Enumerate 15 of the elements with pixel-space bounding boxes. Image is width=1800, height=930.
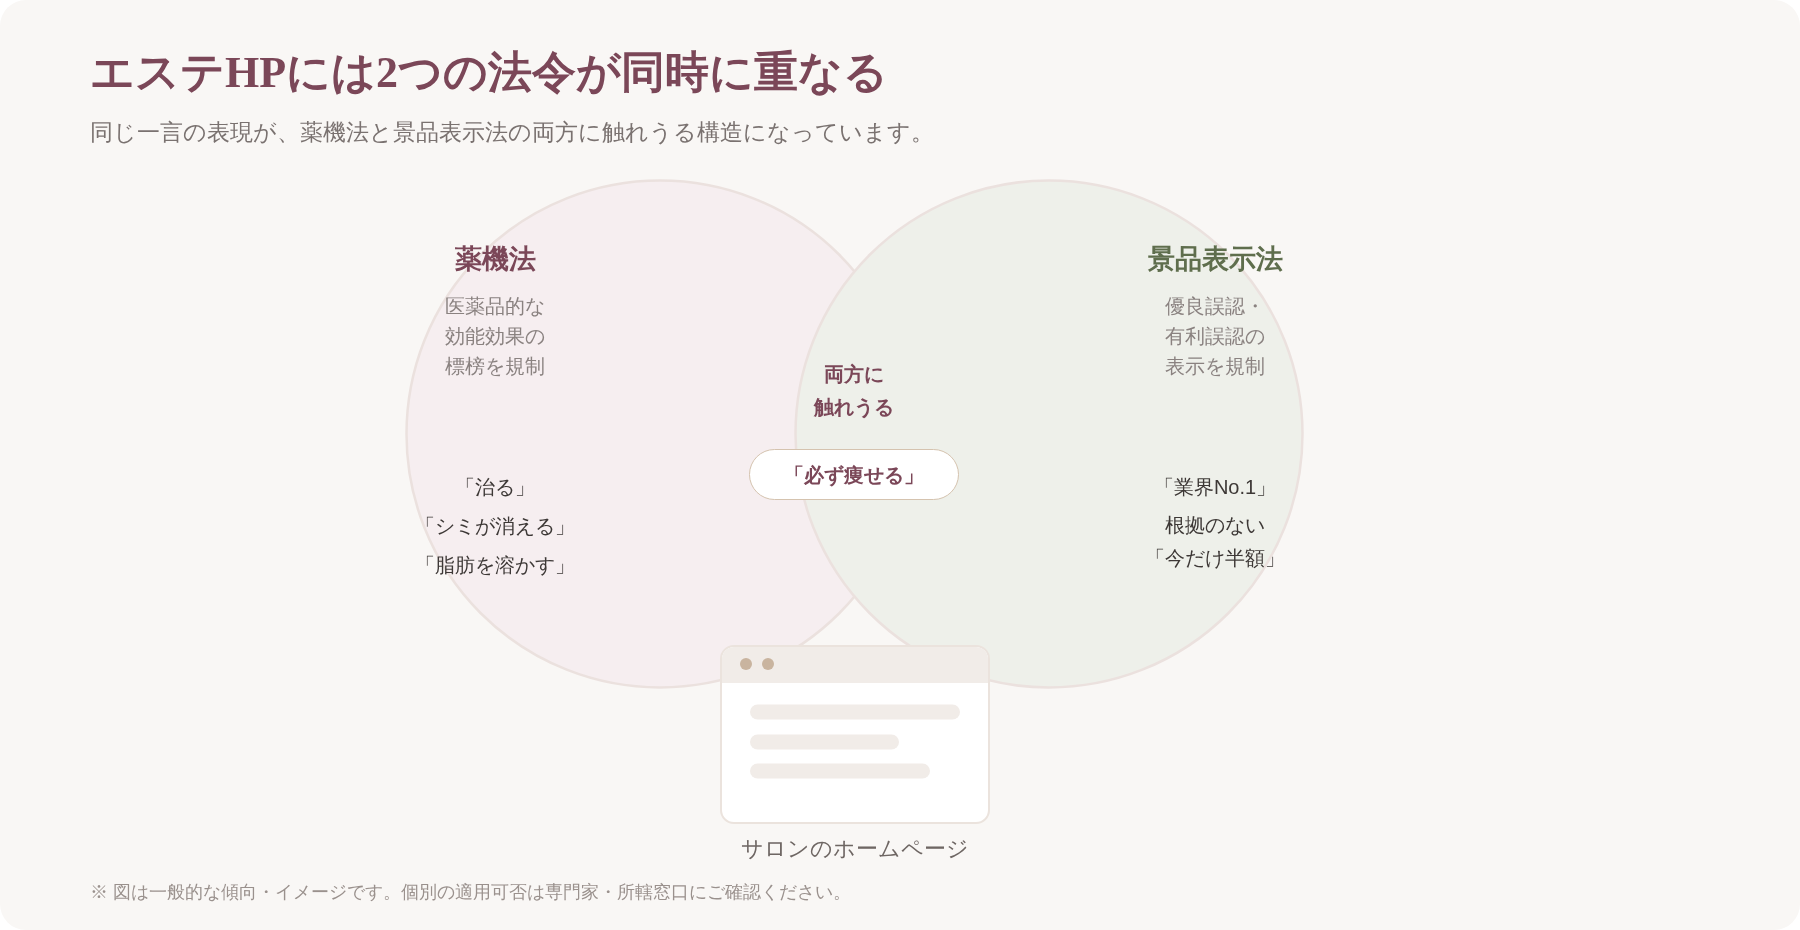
circle-description: 医薬品的な効能効果の標榜を規制 [444, 294, 546, 379]
example-phrase: 「業界No.1」 [1153, 475, 1277, 500]
circle-heading: 景品表示法 [1147, 243, 1283, 276]
footnote: ※ 図は一般的な傾向・イメージです。個別の適用可否は専門家・所轄窓口にご確認ください。 [90, 881, 851, 904]
illustration-caption: サロンのホームページ [741, 835, 969, 863]
subtitle: 同じ一言の表現が、薬機法と景品表示法の両方に触れうる構造になっています。 [90, 118, 934, 147]
circle-heading: 薬機法 [454, 243, 536, 276]
circle-description: 優良誤認・有利誤認の表示を規制 [1164, 294, 1266, 379]
example-phrase: 根拠のない「今だけ半額」 [1144, 513, 1286, 571]
example-phrase: 「シミが消える」 [415, 514, 575, 539]
phrase-pill: 「必ず痩せる」 [749, 449, 959, 500]
example-phrase: 「脂肪を溶かす」 [415, 553, 575, 578]
title: エステHPには2つの法令が同時に重なる [90, 47, 889, 99]
example-phrase: 「治る」 [455, 475, 535, 500]
overlap-label: 両方に触れうる [812, 362, 895, 420]
